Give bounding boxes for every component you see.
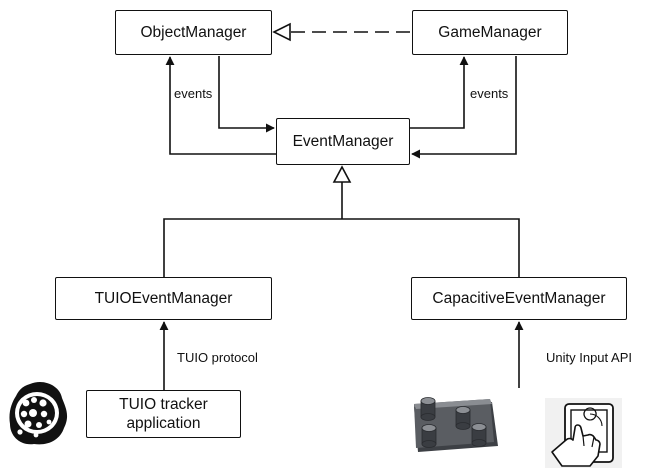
capacitive-tangible-object-icon [414,397,498,452]
edge-game-to-event [411,56,517,159]
game-manager-class: GameManager [412,10,568,55]
edge-event-to-object [165,56,276,155]
object-manager-class: ObjectManager [115,10,272,55]
event-manager-class: EventManager [276,118,410,165]
edge-object-to-event [218,56,275,133]
unity-input-api-label: Unity Input API [546,350,632,365]
tuio-event-manager-class: TUIOEventManager [55,277,272,320]
tuio-tracker-application: TUIO tracker application [86,390,241,438]
events-label-right: events [470,86,509,101]
edge-event-to-game [410,56,469,129]
tuio-fiducial-marker-icon [9,381,68,445]
edge-game-realizes-object [272,22,410,42]
events-label-left: events [174,86,213,101]
capacitive-event-manager-class: CapacitiveEventManager [411,277,627,320]
touch-tablet-icon [545,398,622,468]
edge-inheritance-tree [163,165,520,277]
tuio-protocol-label: TUIO protocol [177,350,258,365]
